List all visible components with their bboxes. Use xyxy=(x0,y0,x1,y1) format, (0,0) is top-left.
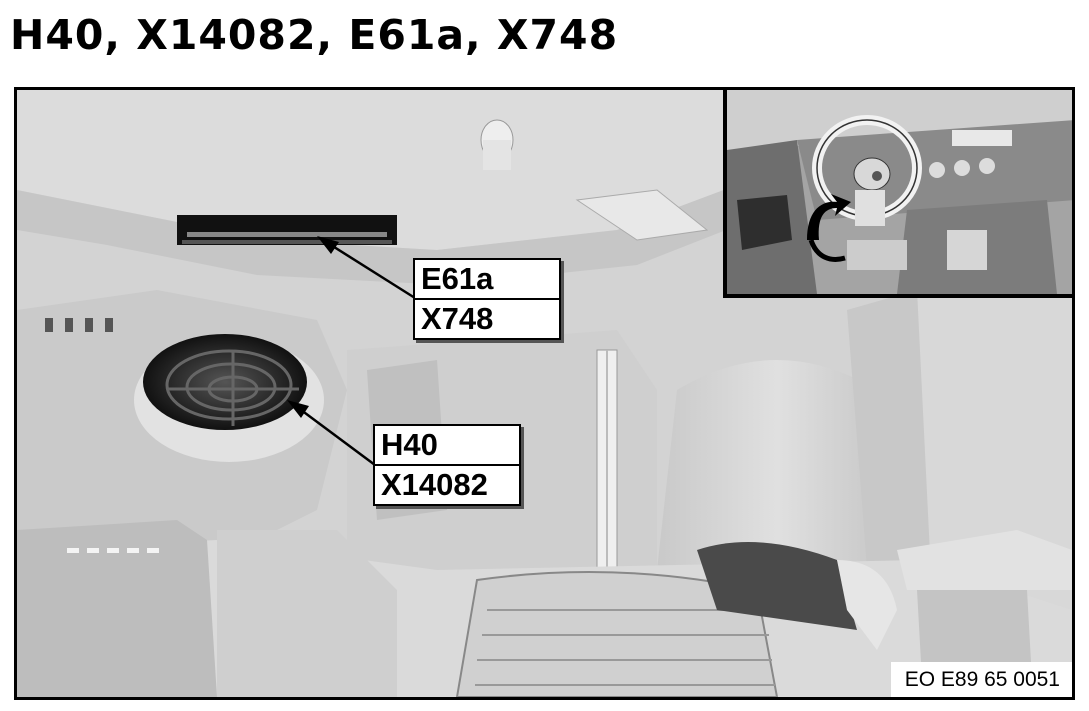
figure-code: EO E89 65 0051 xyxy=(890,662,1072,697)
page-title: H40, X14082, E61a, X748 xyxy=(10,11,619,59)
cockpit-inset-illustration xyxy=(727,90,1072,294)
label-h40-x14082: H40 X14082 xyxy=(373,424,521,506)
label-h40: H40 xyxy=(381,427,438,462)
cockpit-inset xyxy=(723,90,1072,298)
label-x748: X748 xyxy=(415,298,559,338)
leader-line-lower xyxy=(287,400,376,467)
label-e61a: E61a xyxy=(421,261,494,296)
label-x14082: X14082 xyxy=(375,464,519,504)
leader-line-upper xyxy=(317,236,416,300)
label-e61a-x748: E61a X748 xyxy=(413,258,561,340)
diagram-figure: E61a X748 H40 X14082 xyxy=(14,87,1075,700)
